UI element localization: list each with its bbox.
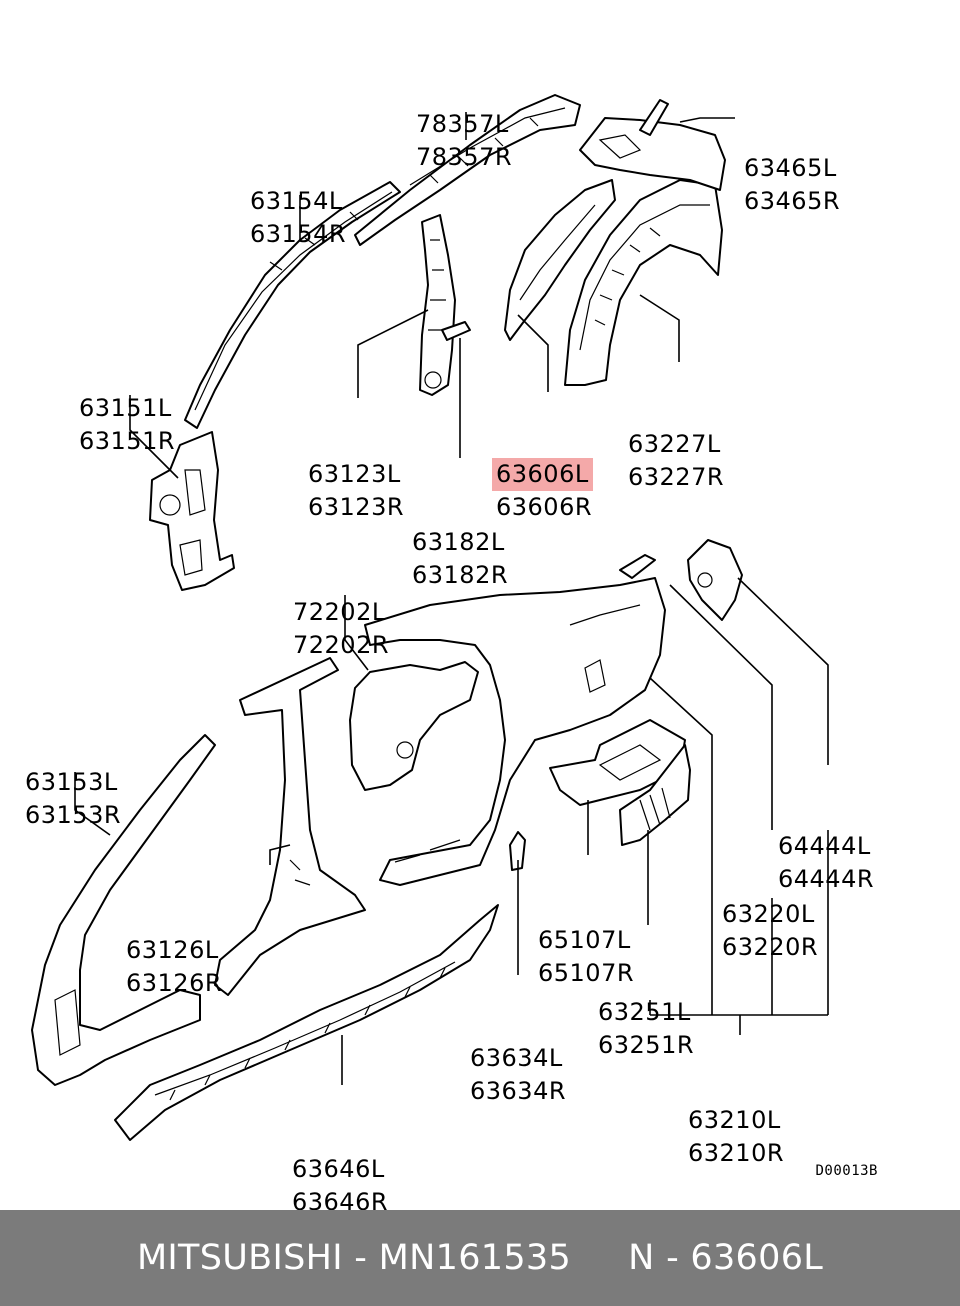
part-quarter-panel	[364, 577, 666, 886]
part-roof-rail-upper	[354, 94, 581, 246]
part-wheel-house	[564, 179, 723, 386]
part-rear-piece-64444	[687, 539, 743, 621]
drawing-code: D00013B	[815, 1163, 878, 1179]
part-roof-rail	[184, 181, 401, 429]
part-panel-63251	[619, 744, 691, 846]
footer-bar: MITSUBISHI - MN161535 N - 63606L	[0, 1210, 960, 1306]
part-quarter-inner-63606	[504, 179, 616, 341]
footer-text: MITSUBISHI - MN161535 N - 63606L	[136, 1238, 824, 1278]
highlighted-part-number: 63606L	[492, 458, 593, 491]
part-inner-bracket-72202	[349, 661, 479, 791]
part-bracket-63182	[441, 321, 471, 341]
part-side-sill	[114, 904, 499, 1141]
part-rear-bracket-63465	[579, 117, 726, 191]
part-b-pillar-outer	[214, 657, 366, 996]
part-bracket-63634	[509, 831, 526, 871]
parts-diagram	[31, 94, 829, 1141]
part-a-pillar-outer	[31, 734, 216, 1086]
part-b-pillar-inner	[419, 214, 456, 396]
